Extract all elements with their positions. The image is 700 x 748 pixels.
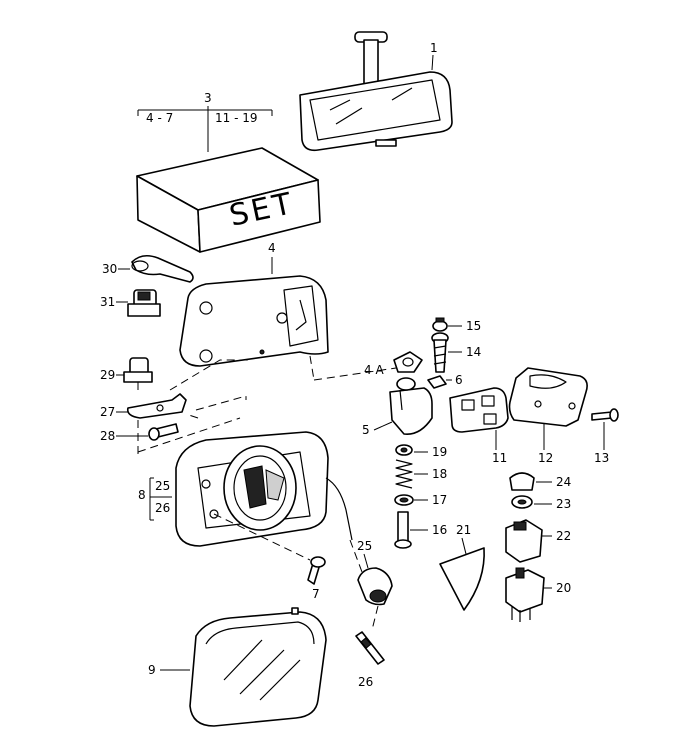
label-30: 30: [102, 262, 117, 276]
part-31-switch[interactable]: [127, 289, 161, 317]
label-31: 31: [100, 295, 115, 309]
part-17-washer[interactable]: [394, 494, 414, 506]
label-22: 22: [556, 529, 571, 543]
part-26-connector-pin[interactable]: [355, 631, 385, 665]
part-20-relay[interactable]: [505, 567, 545, 622]
part-9-mirror-glass[interactable]: [189, 607, 327, 727]
part-1-interior-mirror[interactable]: [299, 31, 453, 152]
part-12-plate[interactable]: [508, 367, 588, 427]
part-25-cap[interactable]: [357, 567, 393, 606]
label-18: 18: [432, 467, 447, 481]
part-4-mirror-housing[interactable]: [179, 275, 329, 367]
set-box[interactable]: SET: [136, 147, 321, 253]
part-23-grommet[interactable]: [511, 495, 533, 509]
part-5-base[interactable]: [389, 377, 433, 435]
part-29-motor-connector[interactable]: [123, 357, 153, 390]
label-29: 29: [100, 368, 115, 382]
label-4: 4: [268, 241, 276, 255]
part-4a-washer[interactable]: [393, 351, 423, 373]
label-7: 7: [312, 587, 320, 601]
bracket-8-bottom: 26: [155, 501, 170, 515]
label-1: 1: [430, 41, 438, 55]
label-19: 19: [432, 445, 447, 459]
label-9: 9: [148, 663, 156, 677]
label-16: 16: [432, 523, 447, 537]
part-16-pin[interactable]: [394, 511, 412, 549]
part-13-screw[interactable]: [591, 408, 619, 422]
part-22-holder[interactable]: [505, 519, 543, 563]
label-23: 23: [556, 497, 571, 511]
bracket-8-number: 8: [138, 488, 146, 502]
set-range-a: 4 - 7: [146, 111, 173, 125]
label-24: 24: [556, 475, 571, 489]
label-21: 21: [456, 523, 471, 537]
set-group-bracket: 3 4 - 7 11 - 19: [137, 91, 273, 152]
part-18-spring[interactable]: [395, 459, 413, 489]
set-range-b: 11 - 19: [215, 111, 258, 125]
part-15-cap[interactable]: [432, 317, 448, 332]
label-20: 20: [556, 581, 571, 595]
part-27-bracket[interactable]: [126, 393, 187, 419]
bracket-group-8: 8 25 26: [138, 477, 172, 521]
part-28-screw[interactable]: [148, 423, 179, 441]
label-28: 28: [100, 429, 115, 443]
bracket-8-top: 25: [155, 479, 170, 493]
label-12: 12: [538, 451, 553, 465]
part-21-pad[interactable]: [439, 547, 485, 611]
part-11-gasket[interactable]: [449, 387, 509, 433]
label-6: 6: [455, 373, 463, 387]
label-4a: 4 A: [364, 363, 384, 377]
part-7-screw[interactable]: [307, 556, 326, 585]
label-27: 27: [100, 405, 115, 419]
part-24-plug[interactable]: [509, 472, 535, 491]
label-26: 26: [358, 675, 373, 689]
set-group-number: 3: [204, 91, 212, 105]
label-11: 11: [492, 451, 507, 465]
part-19-clip[interactable]: [395, 444, 413, 456]
label-25: 25: [357, 539, 372, 553]
label-15: 15: [466, 319, 481, 333]
label-17: 17: [432, 493, 447, 507]
label-13: 13: [594, 451, 609, 465]
part-14-bolt[interactable]: [431, 332, 449, 373]
part-6-clip[interactable]: [427, 375, 447, 389]
part-30-lever[interactable]: [131, 254, 194, 283]
part-8-mirror-assembly[interactable]: [175, 431, 353, 547]
label-5: 5: [362, 423, 370, 437]
label-14: 14: [466, 345, 481, 359]
